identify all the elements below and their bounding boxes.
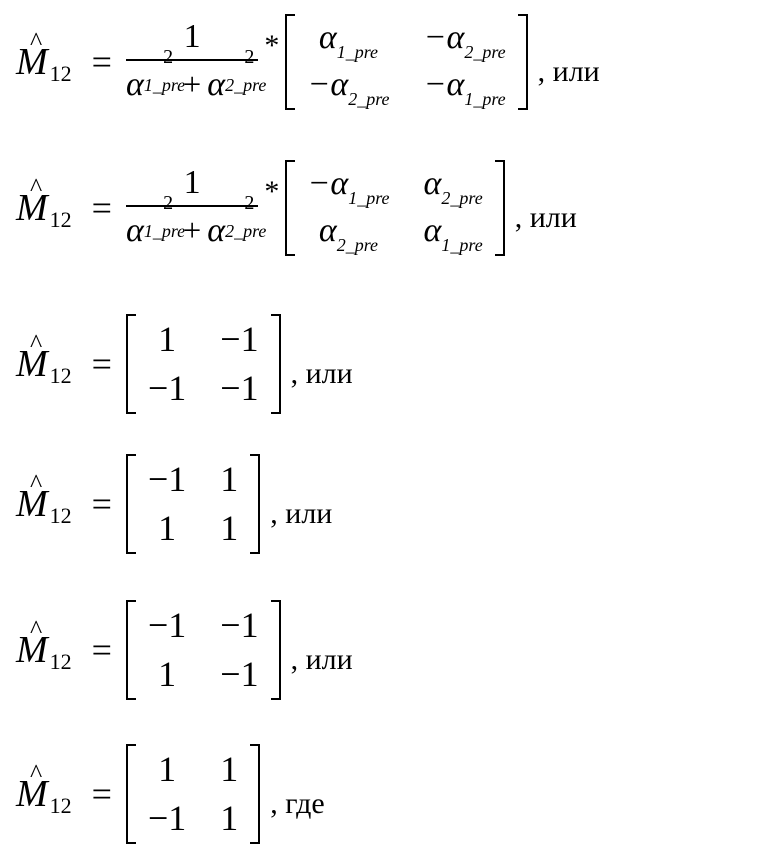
matrix-cell: −1: [220, 653, 258, 696]
m-symbol: ^M: [16, 485, 48, 523]
equals-sign: =: [92, 629, 112, 671]
m-symbol: ^M: [16, 775, 48, 813]
lhs-subscript: 12: [50, 649, 72, 675]
matrix-cell: 1: [148, 507, 186, 550]
matrix: −1 −1 1 −1: [126, 600, 281, 700]
trailing-text: , или: [291, 357, 353, 391]
matrix-cell: −1: [148, 797, 186, 840]
right-bracket: [250, 744, 260, 844]
matrix-cell: 1: [148, 653, 186, 696]
trailing-text: , или: [515, 201, 577, 235]
matrix: −α1_pre α2_pre α2_pre α1_pre: [285, 160, 504, 256]
matrix-cell: −α2_pre: [424, 18, 506, 59]
trailing-text: , или: [291, 643, 353, 677]
matrix-cell: α2_pre: [424, 164, 483, 205]
hat-accent: ^: [30, 617, 42, 643]
left-bracket: [285, 14, 295, 110]
equals-sign: =: [92, 343, 112, 385]
fraction-denominator: α1_pre2 + α2_pre2: [126, 61, 258, 106]
matrix: α1_pre −α2_pre −α2_pre −α1_pre: [285, 14, 527, 110]
matrix-cell: −1: [220, 318, 258, 361]
m-symbol: ^M: [16, 631, 48, 669]
fraction-numerator: 1: [184, 18, 201, 59]
matrix-cell: α1_pre: [307, 18, 389, 59]
hat-accent: ^: [30, 761, 42, 787]
trailing-text: , где: [270, 787, 324, 821]
multiply-star: *: [264, 175, 279, 209]
matrix-cell: −1: [148, 458, 186, 501]
matrix-cell: −1: [148, 367, 186, 410]
lhs: ^M12: [16, 43, 72, 81]
lhs: ^M12: [16, 485, 72, 523]
trailing-text: , или: [538, 55, 600, 89]
matrix: 1 −1 −1 −1: [126, 314, 281, 414]
lhs: ^M12: [16, 189, 72, 227]
matrix-cell: −α1_pre: [424, 65, 506, 106]
fraction-denominator: α1_pre2 + α2_pre2: [126, 207, 258, 252]
hat-accent: ^: [30, 175, 42, 201]
matrix-cell: 1: [220, 748, 238, 791]
right-bracket: [250, 454, 260, 554]
lhs-subscript: 12: [50, 61, 72, 87]
matrix-cell: 1: [220, 458, 238, 501]
fraction-numerator: 1: [184, 164, 201, 205]
equation-6: ^M12 = 1 1 −1 1 , где: [16, 744, 325, 844]
lhs: ^M12: [16, 345, 72, 383]
equals-sign: =: [92, 41, 112, 83]
fraction: 1 α1_pre2 + α2_pre2: [126, 164, 258, 252]
left-bracket: [126, 600, 136, 700]
matrix-cell: −1: [220, 604, 258, 647]
matrix-cell: −α1_pre: [307, 164, 389, 205]
multiply-star: *: [264, 29, 279, 63]
lhs: ^M12: [16, 631, 72, 669]
lhs-subscript: 12: [50, 363, 72, 389]
equals-sign: =: [92, 483, 112, 525]
lhs-subscript: 12: [50, 793, 72, 819]
right-bracket: [518, 14, 528, 110]
hat-accent: ^: [30, 331, 42, 357]
m-symbol: ^M: [16, 345, 48, 383]
lhs-subscript: 12: [50, 207, 72, 233]
right-bracket: [271, 314, 281, 414]
lhs-subscript: 12: [50, 503, 72, 529]
hat-accent: ^: [30, 29, 42, 55]
left-bracket: [285, 160, 295, 256]
fraction: 1 α1_pre2 + α2_pre2: [126, 18, 258, 106]
lhs: ^M12: [16, 775, 72, 813]
equation-3: ^M12 = 1 −1 −1 −1 , или: [16, 314, 353, 414]
right-bracket: [495, 160, 505, 256]
matrix-cell: 1: [220, 797, 238, 840]
equation-5: ^M12 = −1 −1 1 −1 , или: [16, 600, 353, 700]
left-bracket: [126, 454, 136, 554]
equation-4: ^M12 = −1 1 1 1 , или: [16, 454, 332, 554]
equation-2: ^M12 = 1 α1_pre2 + α2_pre2 * −α1_pre α2_…: [16, 160, 577, 256]
equals-sign: =: [92, 773, 112, 815]
left-bracket: [126, 314, 136, 414]
equation-1: ^M12 = 1 α1_pre2 + α2_pre2 * α1_pre −α2_…: [16, 14, 600, 110]
matrix-cell: 1: [148, 748, 186, 791]
equals-sign: =: [92, 187, 112, 229]
m-symbol: ^M: [16, 189, 48, 227]
matrix-cell: α1_pre: [424, 211, 483, 252]
matrix: −1 1 1 1: [126, 454, 260, 554]
matrix: 1 1 −1 1: [126, 744, 260, 844]
hat-accent: ^: [30, 471, 42, 497]
trailing-text: , или: [270, 497, 332, 531]
matrix-cell: −1: [220, 367, 258, 410]
m-symbol: ^M: [16, 43, 48, 81]
matrix-cell: −α2_pre: [307, 65, 389, 106]
right-bracket: [271, 600, 281, 700]
matrix-cell: 1: [220, 507, 238, 550]
matrix-cell: −1: [148, 604, 186, 647]
matrix-cell: α2_pre: [307, 211, 389, 252]
matrix-cell: 1: [148, 318, 186, 361]
left-bracket: [126, 744, 136, 844]
